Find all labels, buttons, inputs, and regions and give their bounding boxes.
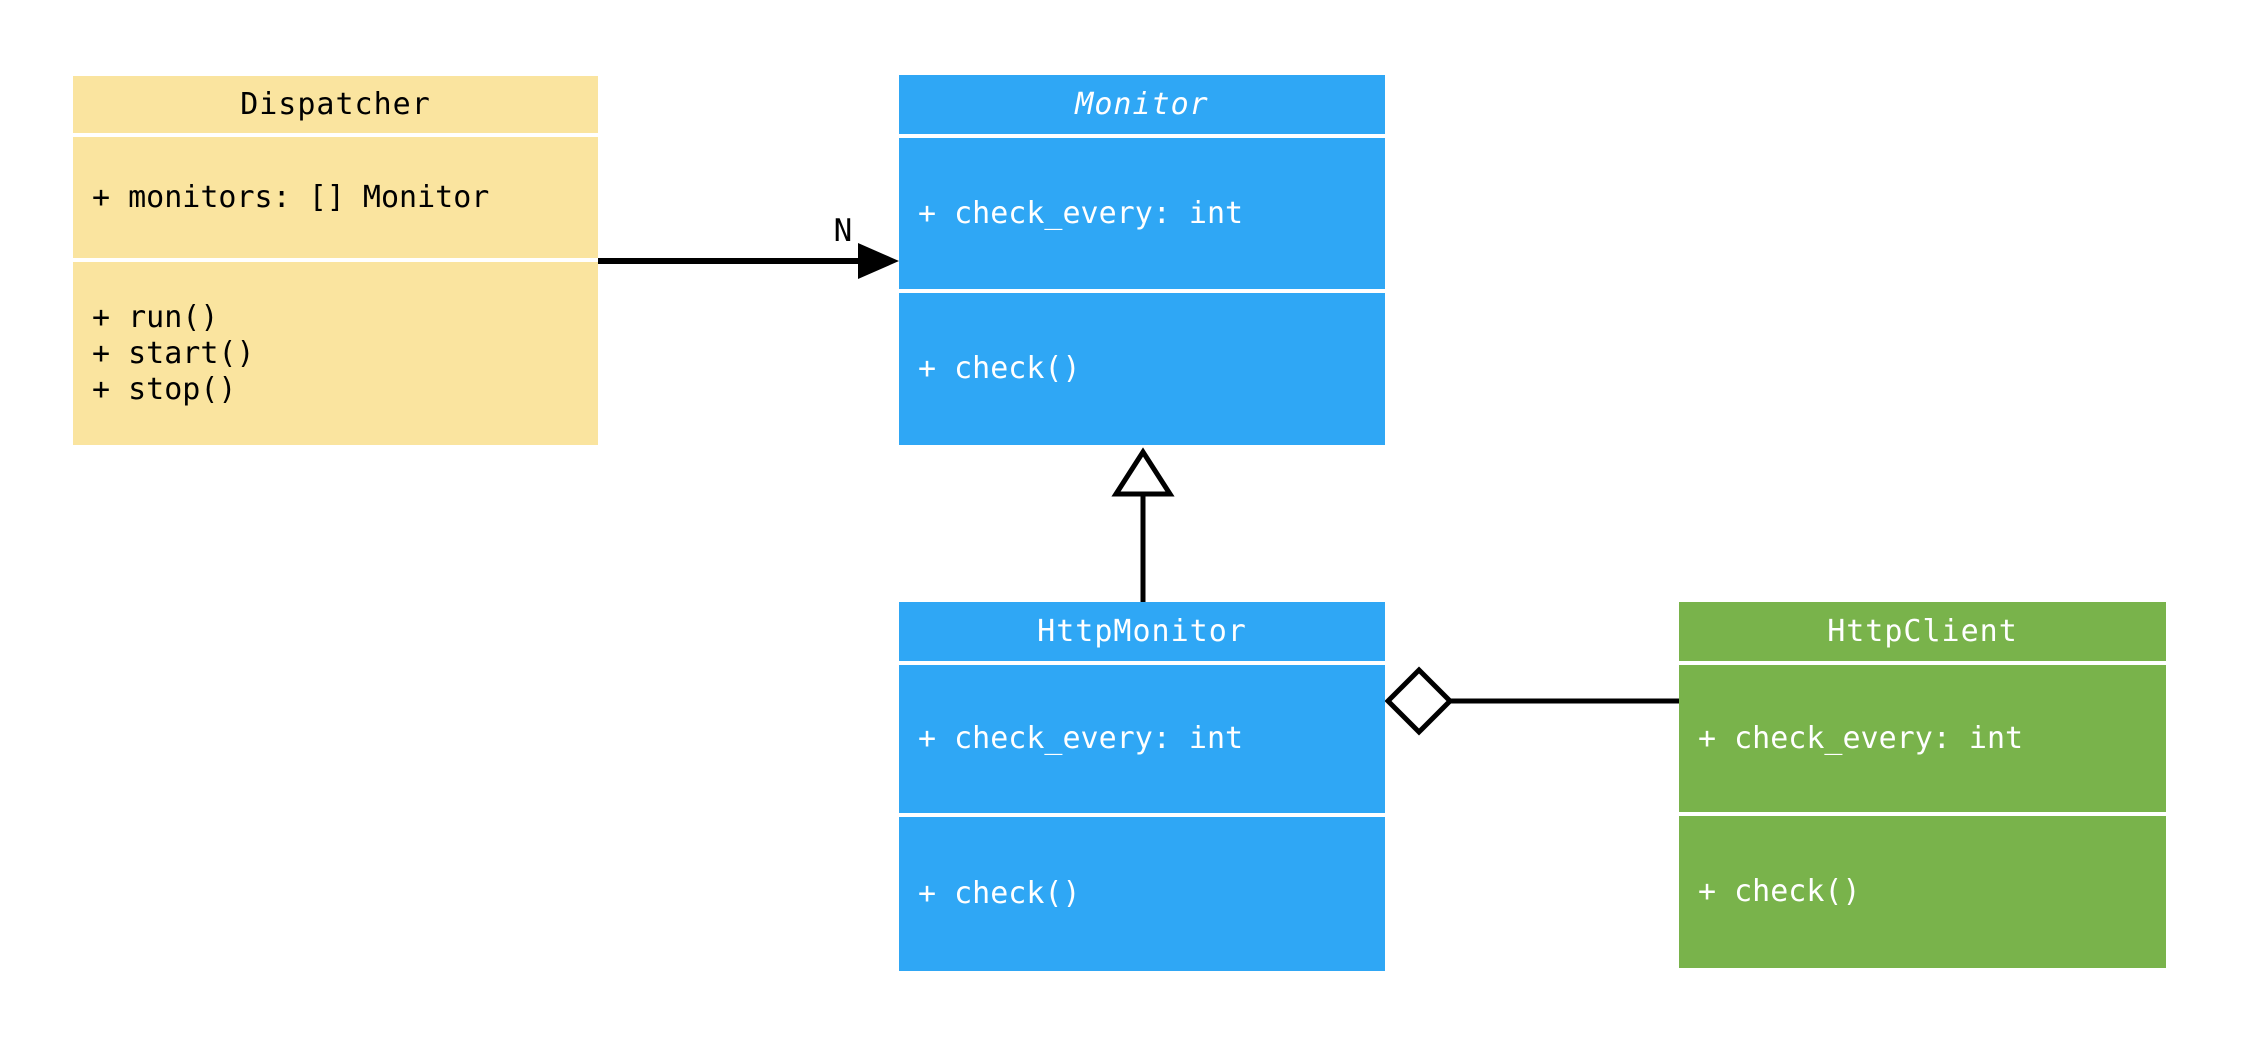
methods-compartment: + run() + start() + stop() bbox=[73, 262, 598, 445]
aggregation-diamond-icon bbox=[1384, 666, 1454, 736]
method-text: + start() bbox=[92, 335, 255, 371]
attribute-text: + check_every: int bbox=[1698, 720, 2024, 756]
methods-compartment: + check() bbox=[899, 293, 1385, 445]
attribute-text: + check_every: int bbox=[918, 195, 1244, 231]
association-arrowhead-icon bbox=[858, 243, 899, 279]
attributes-compartment: + monitors: [] Monitor bbox=[73, 137, 598, 258]
class-title: Dispatcher bbox=[73, 76, 598, 133]
method-text: + check() bbox=[1698, 874, 1861, 909]
class-httpclient: HttpClient + check_every: int + check() bbox=[1679, 602, 2166, 968]
inheritance-triangle-icon bbox=[1111, 447, 1175, 497]
method-text: + check() bbox=[918, 876, 1081, 911]
method-text: + check() bbox=[918, 351, 1081, 386]
methods-compartment: + check() bbox=[899, 817, 1385, 971]
class-title: HttpMonitor bbox=[899, 602, 1385, 661]
attributes-compartment: + check_every: int bbox=[899, 665, 1385, 813]
inheritance-httpmonitor-monitor bbox=[1111, 447, 1175, 602]
method-text: + run() bbox=[92, 299, 219, 335]
class-title: HttpClient bbox=[1679, 602, 2166, 661]
attributes-compartment: + check_every: int bbox=[1679, 665, 2166, 812]
class-title: Monitor bbox=[899, 75, 1385, 134]
attribute-text: + check_every: int bbox=[918, 721, 1244, 756]
class-dispatcher: Dispatcher + monitors: [] Monitor + run(… bbox=[73, 76, 598, 445]
class-httpmonitor: HttpMonitor + check_every: int + check() bbox=[899, 602, 1385, 971]
association-dispatcher-monitor: N bbox=[598, 213, 899, 279]
attributes-compartment: + check_every: int bbox=[899, 138, 1385, 289]
methods-compartment: + check() bbox=[1679, 816, 2166, 968]
multiplicity-n-label: N bbox=[834, 213, 853, 249]
aggregation-httpmonitor-httpclient bbox=[1384, 666, 1679, 736]
class-monitor: Monitor + check_every: int + check() bbox=[899, 75, 1385, 445]
method-text: + stop() bbox=[92, 371, 237, 407]
attribute-text: + monitors: [] Monitor bbox=[92, 179, 490, 215]
